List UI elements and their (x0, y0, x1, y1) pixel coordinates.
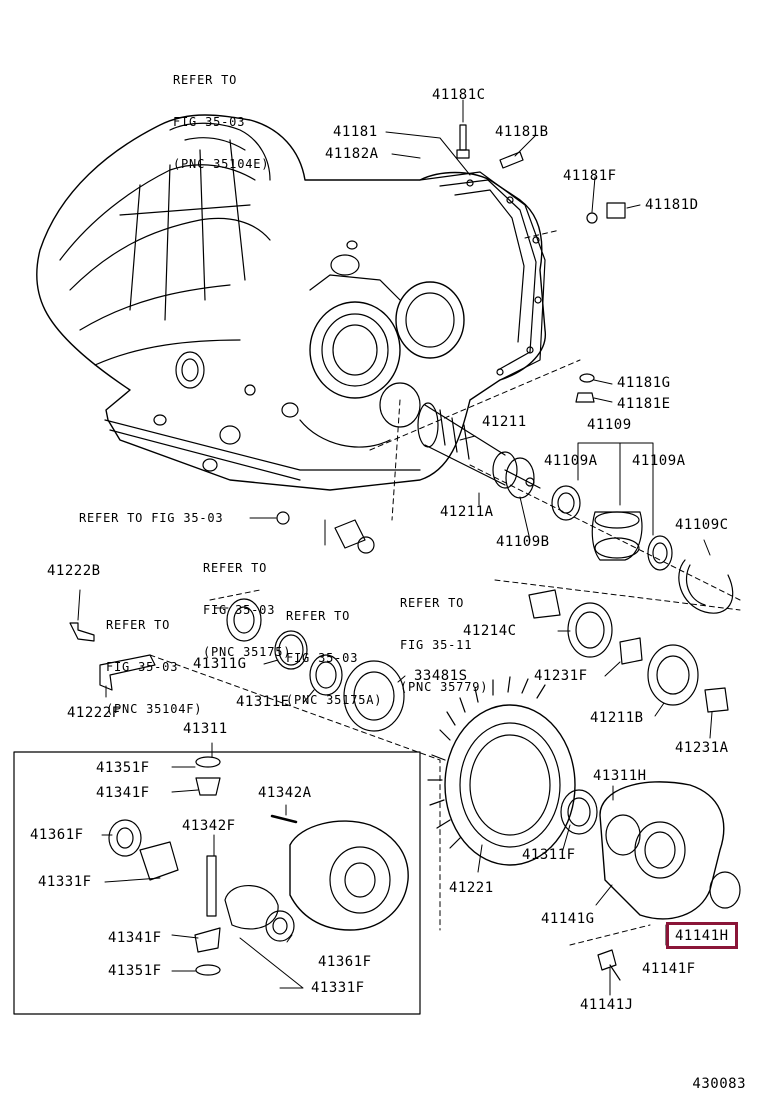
reference-line: (PNC 35104E) (173, 157, 270, 171)
reference-line: REFER TO (400, 596, 465, 610)
side-cover-drawing (560, 781, 741, 981)
part-label-41311e[interactable]: 41311E (236, 694, 290, 710)
part-label-41182a[interactable]: 41182A (325, 146, 379, 162)
part-label-41181b[interactable]: 41181B (495, 124, 549, 140)
part-label-41181[interactable]: 41181 (333, 124, 378, 140)
reference-note-fig-35-11-35779: REFER TO FIG 35-11 (PNC 35779) (400, 568, 488, 722)
part-label-41181d[interactable]: 41181D (645, 197, 699, 213)
reference-note-fig-35-03-35175: REFER TO FIG 35-03 (PNC 35175) (203, 533, 291, 687)
figure-number: 430083 (692, 1076, 746, 1092)
part-label-41214c[interactable]: 41214C (463, 623, 517, 639)
part-label-41342f[interactable]: 41342F (182, 818, 236, 834)
drive-pinion-drawing (417, 402, 541, 499)
reference-line: REFER TO (106, 618, 171, 632)
reference-line: FIG 35-03 (173, 115, 246, 129)
part-label-41211a[interactable]: 41211A (440, 504, 494, 520)
part-label-41342a[interactable]: 41342A (258, 785, 312, 801)
bearing-41109-drawing (551, 485, 734, 614)
part-label-41222b[interactable]: 41222B (47, 563, 101, 579)
ring-gear-drawing (427, 676, 576, 866)
part-label-41231a[interactable]: 41231A (675, 740, 729, 756)
part-label-33481s[interactable]: 33481S (414, 668, 468, 684)
reference-note-fig-35-03-35104f: REFER TO FIG 35-03 (PNC 35104F) (106, 590, 202, 744)
reference-line: FIG 35-03 (106, 660, 179, 674)
differential-drawing (108, 756, 409, 976)
reference-line: (PNC 35779) (400, 680, 489, 694)
part-label-41109a-left[interactable]: 41109A (544, 453, 598, 469)
part-label-41109c[interactable]: 41109C (675, 517, 729, 533)
part-label-41351f-bottom[interactable]: 41351F (108, 963, 162, 979)
part-label-41181e[interactable]: 41181E (617, 396, 671, 412)
reference-line: REFER TO (286, 609, 351, 623)
reference-line: (PNC 35104F) (106, 702, 203, 716)
part-label-41311g[interactable]: 41311G (193, 656, 247, 672)
reference-line: (PNC 35175A) (286, 693, 383, 707)
seals-bearings-drawing (226, 589, 729, 732)
reference-line: REFER TO (173, 73, 238, 87)
reference-line: FIG 35-11 (400, 638, 473, 652)
part-label-41141g[interactable]: 41141G (541, 911, 595, 927)
part-label-41311h[interactable]: 41311H (593, 768, 647, 784)
part-label-41341f-top[interactable]: 41341F (96, 785, 150, 801)
part-label-41109a-right[interactable]: 41109A (632, 453, 686, 469)
reference-note-fig-35-03: REFER TO FIG 35-03 (79, 511, 224, 525)
part-label-41109b[interactable]: 41109B (496, 534, 550, 550)
part-label-41222f[interactable]: 41222F (67, 705, 121, 721)
reference-note-fig-35-03-35104e: REFER TO FIG 35-03 (PNC 35104E) (173, 45, 269, 199)
part-label-41361f-right[interactable]: 41361F (318, 954, 372, 970)
differential-group-box (13, 751, 421, 1015)
part-label-41351f-top[interactable]: 41351F (96, 760, 150, 776)
transaxle-case-drawing (36, 114, 546, 491)
part-label-41311[interactable]: 41311 (183, 721, 228, 737)
part-label-41231f[interactable]: 41231F (534, 668, 588, 684)
part-label-41221[interactable]: 41221 (449, 880, 494, 896)
leader-lines (77, 99, 713, 996)
part-label-41211[interactable]: 41211 (482, 414, 527, 430)
part-label-41211b[interactable]: 41211B (590, 710, 644, 726)
part-label-41331f-bottom[interactable]: 41331F (311, 980, 365, 996)
reference-line: (PNC 35175) (203, 645, 292, 659)
part-label-41331f-left[interactable]: 41331F (38, 874, 92, 890)
reference-note-fig-35-03-35175a: REFER TO FIG 35-03 (PNC 35175A) (286, 581, 382, 735)
part-label-41141j[interactable]: 41141J (580, 997, 634, 1013)
assembly-dashed-lines (149, 229, 741, 946)
part-label-41311f[interactable]: 41311F (522, 847, 576, 863)
part-label-41141f[interactable]: 41141F (642, 961, 696, 977)
part-label-41181f[interactable]: 41181F (563, 168, 617, 184)
part-label-41181c[interactable]: 41181C (432, 87, 486, 103)
part-label-41341f-bottom[interactable]: 41341F (108, 930, 162, 946)
part-label-41141h-highlighted[interactable]: 41141H (666, 922, 738, 949)
reference-line: FIG 35-03 (286, 651, 359, 665)
reference-line: FIG 35-03 (203, 603, 276, 617)
part-label-41109[interactable]: 41109 (587, 417, 632, 433)
part-label-41181g[interactable]: 41181G (617, 375, 671, 391)
reference-line: REFER TO (203, 561, 268, 575)
part-label-41361f-left[interactable]: 41361F (30, 827, 84, 843)
